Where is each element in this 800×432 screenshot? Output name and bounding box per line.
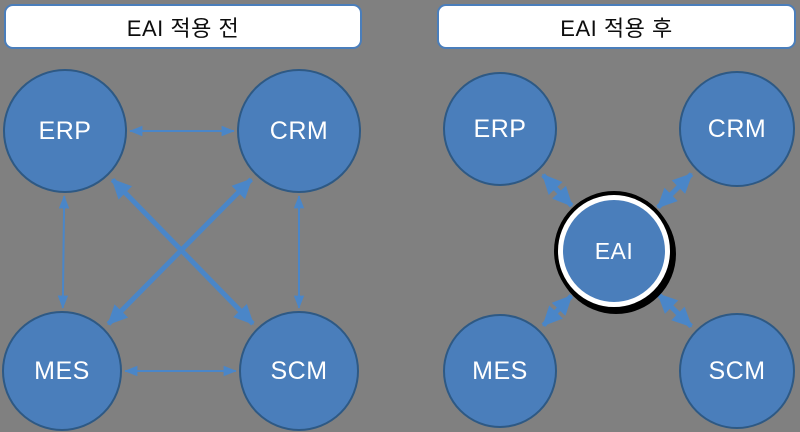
node-label-scm: SCM bbox=[708, 356, 766, 385]
node-label-crm: CRM bbox=[707, 114, 767, 143]
node-crm[interactable]: CRM bbox=[237, 69, 361, 193]
node-mes[interactable]: MES bbox=[2, 311, 122, 431]
title-text-after: EAI 적용 후 bbox=[560, 15, 673, 41]
title-text-before: EAI 적용 전 bbox=[126, 15, 240, 41]
node-label-mes: MES bbox=[472, 356, 528, 385]
node-label-eai: EAI bbox=[594, 237, 634, 264]
node-label-erp: ERP bbox=[38, 116, 92, 145]
node-scm[interactable]: SCM bbox=[239, 311, 359, 431]
panel-after-eai: EAI 적용 후 bbox=[400, 0, 800, 432]
node-crm[interactable]: CRM bbox=[679, 71, 795, 187]
node-erp[interactable]: ERP bbox=[443, 72, 557, 186]
node-label-erp: ERP bbox=[473, 114, 527, 143]
title-box-after: EAI 적용 후 bbox=[437, 4, 796, 49]
node-eai[interactable]: EAI bbox=[558, 195, 670, 307]
node-label-scm: SCM bbox=[270, 356, 328, 385]
node-mes[interactable]: MES bbox=[443, 314, 557, 428]
node-erp[interactable]: ERP bbox=[3, 69, 127, 193]
title-box-before: EAI 적용 전 bbox=[4, 4, 362, 49]
node-label-crm: CRM bbox=[269, 116, 329, 145]
node-label-mes: MES bbox=[34, 356, 90, 385]
panel-before-eai: EAI 적용 전 bbox=[4, 4, 362, 49]
node-scm[interactable]: SCM bbox=[679, 313, 795, 429]
